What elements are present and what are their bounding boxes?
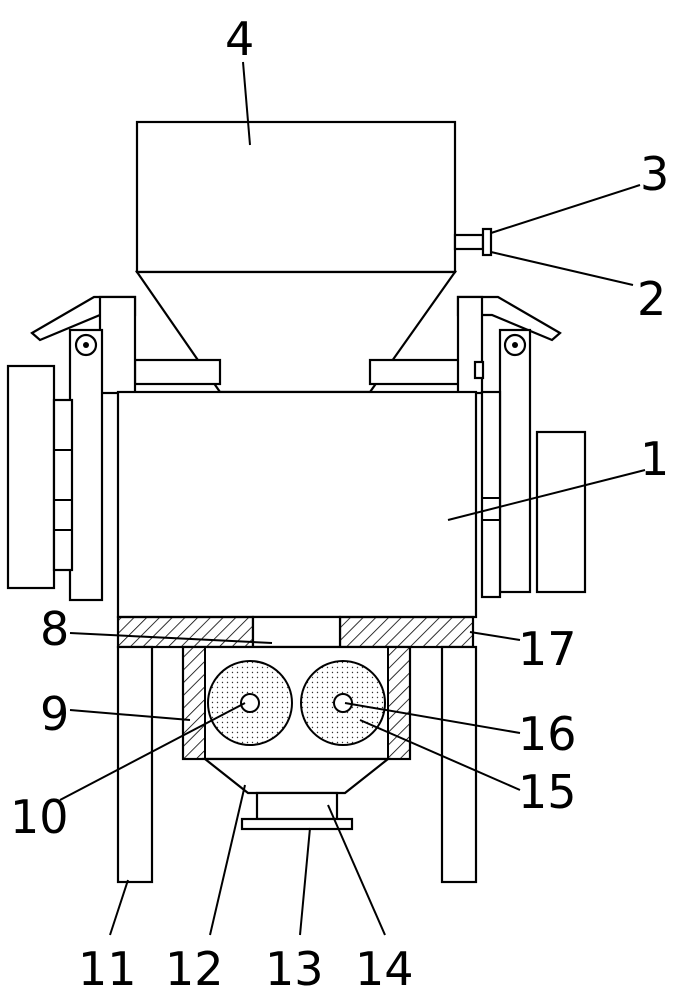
crushing-rollers (207, 660, 386, 746)
label-3: 3 (640, 147, 669, 201)
outlet-pipe-and-valve (453, 227, 493, 257)
support-legs (116, 645, 478, 884)
label-15: 15 (518, 765, 577, 819)
label-1: 1 (640, 432, 669, 486)
label-17: 17 (518, 622, 577, 676)
label-13: 13 (265, 942, 324, 996)
label-12: 12 (165, 942, 224, 996)
label-2: 2 (637, 272, 666, 326)
partition-plate (116, 615, 475, 649)
label-16: 16 (518, 707, 577, 761)
discharge-funnel (201, 757, 392, 831)
label-9: 9 (40, 687, 69, 741)
brace-rails (133, 358, 462, 386)
label-4: 4 (225, 12, 254, 66)
hopper (134, 120, 458, 394)
label-14: 14 (355, 942, 414, 996)
label-10: 10 (10, 790, 69, 844)
right-conveyor (456, 295, 587, 599)
label-11: 11 (78, 942, 137, 996)
left-conveyor (6, 295, 137, 602)
main-body (116, 390, 478, 619)
leader-lines (59, 61, 646, 936)
label-8: 8 (40, 602, 69, 656)
